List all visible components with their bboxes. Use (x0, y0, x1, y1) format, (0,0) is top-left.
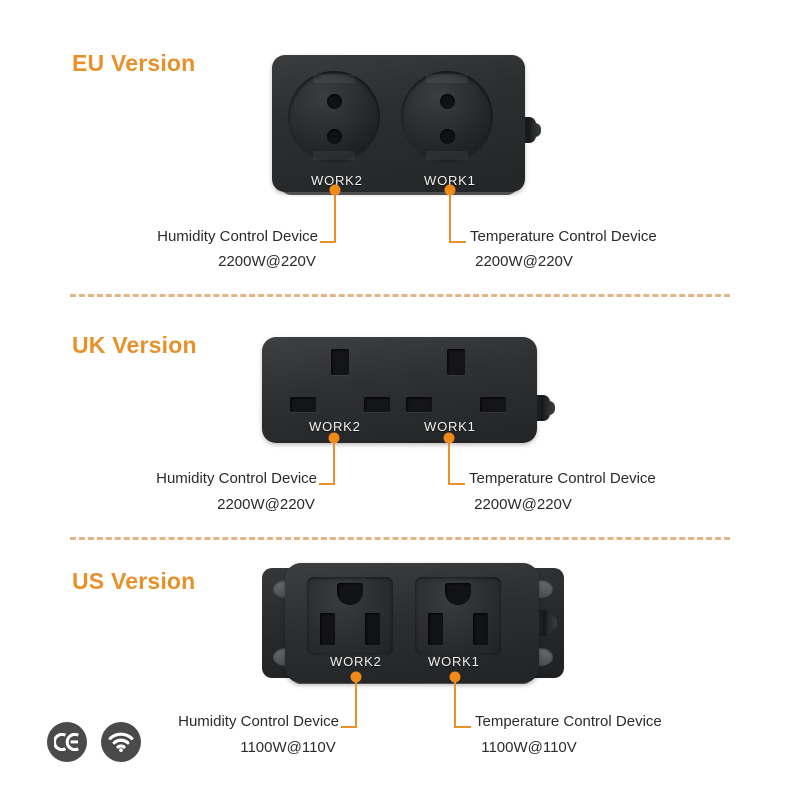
callout-dot (443, 432, 455, 444)
section-title-us: US Version (72, 568, 196, 594)
section-divider-1 (70, 294, 730, 297)
callout-lead-horizontal (320, 241, 336, 243)
callout-rating: 2200W@220V (474, 496, 572, 513)
callout-rating: 1100W@110V (481, 739, 577, 756)
silk-label-work2: WORK2 (309, 419, 361, 434)
section-divider-2 (70, 537, 730, 540)
antenna-nub-icon (535, 610, 557, 636)
eu-outlet-work2 (288, 71, 380, 163)
uk-outlet-work1 (404, 349, 508, 425)
silk-label-work2: WORK2 (311, 173, 363, 188)
us-outlet-work1 (415, 577, 501, 655)
eu-outlet-work1 (401, 71, 493, 163)
eu-earth-notch-bottom (426, 151, 468, 160)
antenna-nub-icon (533, 395, 555, 421)
us-live-slot (473, 613, 488, 645)
callout-lead-vertical (454, 680, 456, 728)
callout-dot (350, 671, 362, 683)
callout-lead-horizontal (455, 726, 471, 728)
uk-earth-pin-slot (331, 349, 349, 375)
wifi-icon (101, 722, 141, 762)
us-live-slot (365, 613, 380, 645)
callout-lead-horizontal (319, 483, 335, 485)
callout-title: Humidity Control Device (156, 470, 317, 487)
uk-neutral-pin-slot (364, 397, 390, 412)
callout-title: Temperature Control Device (469, 470, 656, 487)
callout-lead-vertical (333, 441, 335, 485)
callout-title: Temperature Control Device (470, 228, 657, 245)
eu-earth-notch-bottom (313, 151, 355, 160)
eu-device-body (272, 55, 525, 192)
uk-live-pin-slot (406, 397, 432, 412)
us-neutral-slot (428, 613, 443, 645)
uk-device-body (262, 337, 537, 443)
uk-outlet-work2 (288, 349, 392, 425)
eu-earth-notch-top (426, 74, 468, 83)
silk-label-work1: WORK1 (424, 419, 476, 434)
silk-label-work1: WORK1 (424, 173, 476, 188)
eu-earth-notch-top (313, 74, 355, 83)
us-ground-hole (445, 583, 471, 605)
callout-rating: 2200W@220V (217, 496, 315, 513)
us-outlet-work2 (307, 577, 393, 655)
callout-dot (328, 432, 340, 444)
callout-title: Temperature Control Device (475, 713, 662, 730)
callout-dot (329, 184, 341, 196)
silk-label-work2: WORK2 (330, 654, 382, 669)
callout-dot (444, 184, 456, 196)
us-neutral-slot (320, 613, 335, 645)
callout-title: Humidity Control Device (157, 228, 318, 245)
silk-label-work1: WORK1 (428, 654, 480, 669)
ce-mark-icon (47, 722, 87, 762)
callout-lead-horizontal (341, 726, 357, 728)
callout-dot (449, 671, 461, 683)
callout-rating: 2200W@220V (475, 253, 573, 270)
section-title-eu: EU Version (72, 50, 196, 76)
uk-earth-pin-slot (447, 349, 465, 375)
callout-title: Humidity Control Device (178, 713, 339, 730)
callout-lead-vertical (334, 193, 336, 243)
us-device-body (285, 563, 539, 683)
uk-neutral-pin-slot (480, 397, 506, 412)
callout-lead-horizontal (449, 483, 465, 485)
us-ground-hole (337, 583, 363, 605)
callout-lead-vertical (448, 441, 450, 485)
section-title-uk: UK Version (72, 332, 197, 358)
callout-rating: 2200W@220V (218, 253, 316, 270)
callout-lead-vertical (449, 193, 451, 243)
callout-lead-horizontal (450, 241, 466, 243)
uk-live-pin-slot (290, 397, 316, 412)
callout-lead-vertical (355, 680, 357, 728)
callout-rating: 1100W@110V (240, 739, 336, 756)
